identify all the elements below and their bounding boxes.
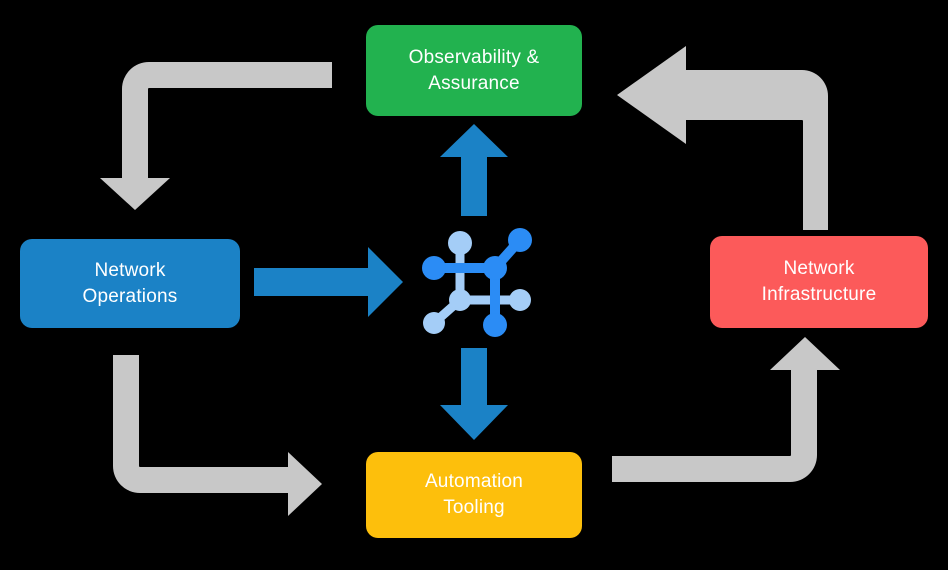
node-label-operations-line1: Network (94, 259, 166, 281)
network-icon-links (431, 236, 524, 327)
node-box-infrastructure[interactable]: Network Infrastructure (710, 236, 928, 328)
node-box-observability[interactable]: Observability & Assurance (366, 25, 582, 116)
node-label-infrastructure-line1: Network (783, 258, 855, 280)
node-label-automation: Automation Tooling (425, 469, 523, 520)
node-label-observability-line1: Observability & (408, 46, 540, 68)
node-label-automation-line1: Automation (424, 471, 524, 493)
arrow-center-to-observability (440, 124, 508, 216)
node-box-automation[interactable]: Automation Tooling (366, 452, 582, 538)
node-label-observability: Observability & Assurance (409, 45, 540, 96)
arrow-operations-to-automation (113, 355, 322, 516)
arrow-center-to-automation (440, 348, 508, 440)
node-label-operations: Network Operations (83, 258, 178, 309)
node-label-infrastructure: Network Infrastructure (762, 256, 877, 307)
node-label-observability-line2: Assurance (428, 72, 520, 94)
arrow-automation-to-infrastructure (612, 337, 840, 482)
arrow-infrastructure-to-observability-shape (617, 46, 828, 230)
node-label-automation-line2: Tooling (443, 497, 505, 518)
node-box-operations[interactable]: Network Operations (20, 239, 240, 328)
network-icon-nodes (422, 228, 532, 337)
node-label-infrastructure-line2: Infrastructure (761, 284, 877, 305)
arrow-observability-to-operations (100, 62, 332, 210)
arrow-operations-to-center (254, 247, 403, 317)
node-label-operations-line2: Operations (82, 285, 178, 307)
